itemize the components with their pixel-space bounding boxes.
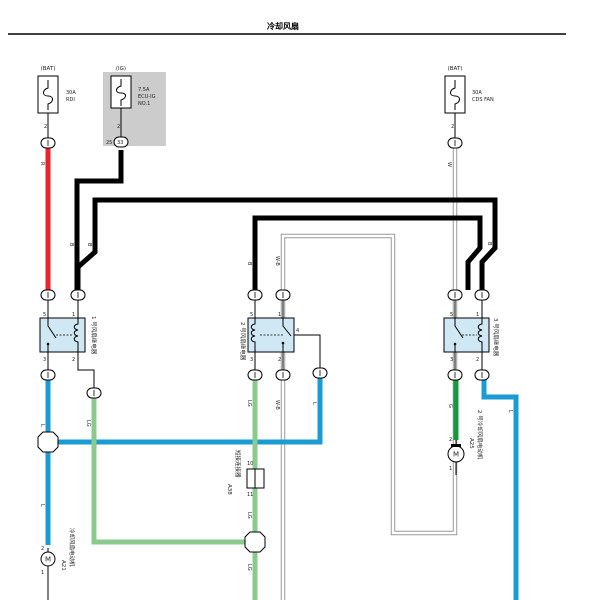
relay-coil-icon bbox=[73, 318, 79, 352]
connector-oval-marks bbox=[47, 140, 483, 396]
wire-label-blue: L bbox=[507, 410, 513, 413]
motor-label: 冷却风扇电动机 bbox=[68, 528, 76, 567]
ecu-pin-left: 25 bbox=[106, 140, 112, 146]
connector-label: 短接连接器 bbox=[234, 450, 242, 478]
blue-wires bbox=[45, 376, 519, 600]
wire-label-green: G bbox=[447, 404, 453, 408]
wire-label-red: R bbox=[39, 162, 45, 166]
fuse-rating: 7.5A bbox=[138, 87, 150, 93]
short-connector-a38: 10 11 A38 短接连接器 bbox=[226, 450, 265, 498]
motor-pin-top: 2 bbox=[41, 546, 44, 552]
motor-pin-top: 2 bbox=[449, 437, 452, 443]
wire-label-lg: LG bbox=[85, 420, 91, 427]
relay-pin: 2 bbox=[278, 357, 281, 363]
junction-blue bbox=[37, 431, 59, 453]
connector-pin-top: 10 bbox=[247, 461, 253, 467]
relay-coil-icon bbox=[250, 318, 256, 352]
relay-pin: 5 bbox=[43, 312, 46, 318]
fuse-icon bbox=[43, 80, 53, 110]
thin-lines bbox=[47, 108, 483, 600]
light-green-wires bbox=[91, 380, 258, 600]
ecu-pin-right: 33 bbox=[117, 140, 123, 146]
relay-pin: 2 bbox=[476, 357, 479, 363]
fuse-icon bbox=[450, 80, 460, 110]
wire-label-black: B bbox=[246, 262, 252, 266]
relay-2: 5 1 3 2 4 2 号风扇继电器 bbox=[239, 312, 299, 363]
connector-pin-bottom: 11 bbox=[247, 492, 253, 498]
fuse-name: ECU-IG bbox=[138, 94, 156, 100]
relay-pin: 5 bbox=[250, 312, 253, 318]
fuse-ig-ecu: (IG) 7.5A ECU-IG NO.1 2 bbox=[110, 66, 156, 130]
fuse-name: RDI bbox=[66, 97, 75, 103]
fuse-name: CDS FAN bbox=[472, 97, 494, 103]
relay-pin: 1 bbox=[72, 312, 75, 318]
wire-label-wb: W-B bbox=[274, 256, 280, 266]
diagram-title: 冷却风扇 bbox=[267, 21, 299, 31]
connector-ovals bbox=[40, 137, 490, 399]
connector-code: A38 bbox=[226, 484, 232, 495]
motor-label: 2 号冷却风扇电动机 bbox=[476, 410, 484, 460]
wire-labels: R B B B W-B W B L L LG LG LG LG W-B L G … bbox=[39, 162, 513, 571]
wire-label-blue: L bbox=[39, 504, 45, 507]
wire-label-black: B bbox=[486, 242, 492, 246]
relay-pin: 3 bbox=[250, 357, 253, 363]
fuse-bat-rdi: (BAT) 30A RDI 2 bbox=[37, 66, 76, 130]
relay-pin: 1 bbox=[278, 312, 281, 318]
fuse-pin: 2 bbox=[117, 124, 120, 130]
wire-label-lg: LG bbox=[246, 400, 252, 407]
motor-pin-bottom: 1 bbox=[41, 570, 44, 576]
relay-pin: 5 bbox=[450, 312, 453, 318]
wire-label-blue: L bbox=[39, 424, 45, 427]
relay-label: 2 号风扇继电器 bbox=[239, 322, 247, 361]
motor-symbol: M bbox=[45, 556, 51, 564]
relay-pin: 2 bbox=[72, 357, 75, 363]
motor-main: M 2 1 A21 冷却风扇电动机 bbox=[40, 528, 76, 576]
relay-3: 5 1 3 2 3 号风扇继电器 bbox=[443, 312, 500, 363]
fuse-source-label: (IG) bbox=[116, 66, 126, 72]
wire-label-white: W bbox=[446, 162, 452, 167]
black-wires bbox=[74, 150, 498, 292]
relay-coil-icon bbox=[477, 318, 483, 352]
fuse-rating: 30A bbox=[472, 90, 482, 96]
fuse-source-label: (BAT) bbox=[448, 66, 463, 72]
fuse-pin: 2 bbox=[44, 124, 47, 130]
fuse-pin: 2 bbox=[451, 124, 454, 130]
motor-pin-bottom: 1 bbox=[449, 466, 452, 472]
wire-label-wb: W-B bbox=[274, 400, 280, 410]
wire-label-black: B bbox=[86, 243, 92, 247]
motor-2: M 2 1 A25 2 号冷却风扇电动机 bbox=[447, 410, 484, 472]
fuse-icon bbox=[116, 79, 126, 106]
motor-symbol: M bbox=[453, 451, 459, 459]
motor-code: A21 bbox=[60, 560, 66, 571]
relay-label: 3 号风扇继电器 bbox=[492, 318, 500, 357]
wire-label-blue: L bbox=[311, 402, 317, 405]
fuse-name-2: NO.1 bbox=[138, 101, 150, 107]
fuse-rating: 30A bbox=[66, 90, 76, 96]
relay-label: 1 号风扇继电器 bbox=[90, 316, 98, 355]
wire-label-black: B bbox=[68, 243, 74, 247]
relay-1: 5 1 3 2 1 号风扇继电器 bbox=[39, 312, 98, 363]
ecu-connector: 25 33 bbox=[106, 136, 129, 148]
relay-pin: 4 bbox=[296, 328, 299, 334]
relay-pin: 3 bbox=[450, 357, 453, 363]
motor-code: A25 bbox=[468, 438, 474, 449]
fuse-source-label: (BAT) bbox=[41, 66, 56, 72]
wire-label-lg: LG bbox=[246, 512, 252, 519]
relay-pin: 1 bbox=[476, 312, 479, 318]
wire-label-lg: LG bbox=[246, 564, 252, 571]
relay-pin: 3 bbox=[43, 357, 46, 363]
junction-lg bbox=[244, 531, 266, 553]
fuse-bat-cds: (BAT) 30A CDS FAN 2 bbox=[444, 66, 494, 130]
